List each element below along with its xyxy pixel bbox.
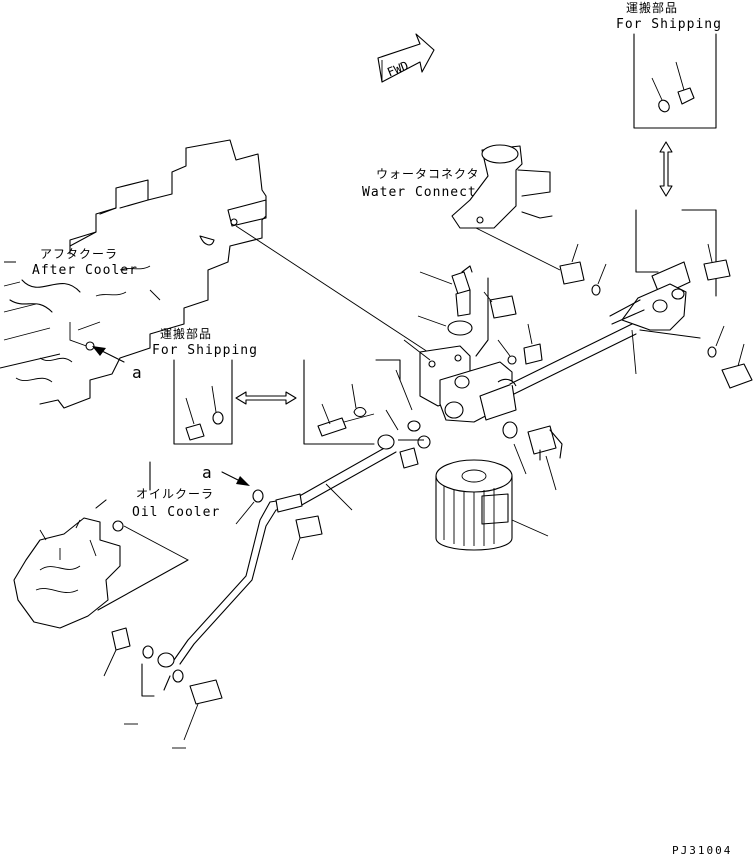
oil-cooler-tube — [157, 420, 431, 668]
double-arrow-icon — [659, 141, 673, 197]
shipping-box-mid: 運搬部品 For Shipping — [152, 326, 258, 445]
water-en-label: Water Connector — [362, 185, 494, 200]
filter-head — [419, 345, 517, 423]
double-arrow-horizontal-icon — [235, 391, 297, 405]
after-cooler: アフタクーラ After Cooler — [0, 139, 267, 409]
oil-cooler: オイルクーラ Oil Cooler — [13, 461, 220, 629]
fwd-arrow-icon: FWD — [377, 33, 435, 83]
shipping-top-en-label: For Shipping — [616, 17, 722, 32]
oil-en-label: Oil Cooler — [132, 505, 220, 520]
drawing-code: PJ31004 — [672, 844, 732, 856]
shipping-mid-jp-label: 運搬部品 — [160, 326, 212, 341]
ref-a-lower: a — [202, 463, 212, 482]
shipping-top-jp-label: 運搬部品 — [626, 0, 678, 15]
sender-unit-top — [417, 265, 473, 336]
water-jp-label: ウォータコネクタ — [376, 167, 480, 181]
sender-unit-lower — [502, 421, 563, 491]
oil-filter — [435, 459, 549, 551]
reference-arrow-lower-icon: a — [202, 463, 250, 486]
shipping-mid-en-label: For Shipping — [152, 343, 258, 358]
after-jp-label: アフタクーラ — [40, 247, 118, 261]
ref-a-upper: a — [132, 363, 142, 382]
shipping-box-top: 運搬部品 For Shipping — [616, 0, 722, 129]
water-connector: ウォータコネクタ Water Connector — [362, 144, 553, 229]
fwd-label: FWD — [385, 58, 410, 79]
oil-jp-label: オイルクーラ — [136, 487, 214, 501]
after-en-label: After Cooler — [32, 263, 138, 278]
reference-arrow-icon: a — [92, 346, 142, 382]
